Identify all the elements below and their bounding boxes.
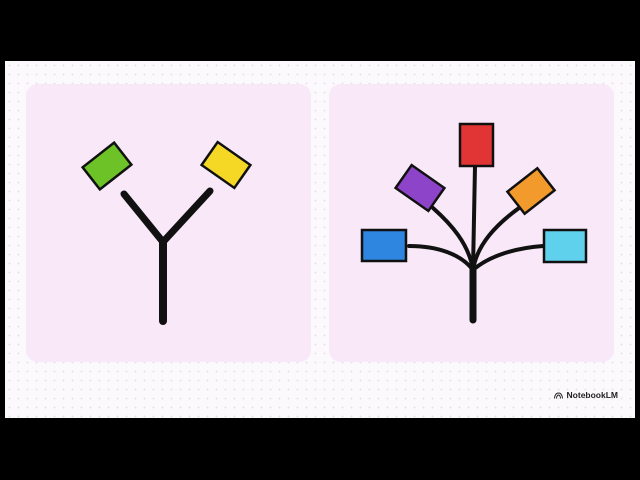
node-red bbox=[458, 122, 495, 168]
node-cyan bbox=[542, 228, 588, 264]
slide: NotebookLM bbox=[5, 61, 635, 418]
branch-left bbox=[120, 190, 167, 246]
node-green bbox=[80, 140, 134, 192]
node-yellow bbox=[199, 140, 253, 190]
y-branch-diagram bbox=[80, 140, 253, 325]
branch-right bbox=[159, 187, 214, 246]
node-purple bbox=[393, 163, 447, 213]
notebooklm-logo-icon bbox=[553, 391, 563, 399]
notebooklm-watermark: NotebookLM bbox=[553, 390, 618, 400]
branch-red bbox=[471, 164, 477, 272]
fan-branch-panel bbox=[329, 84, 614, 362]
branch-blue bbox=[407, 244, 475, 272]
node-blue bbox=[360, 228, 408, 263]
brand-label: NotebookLM bbox=[566, 390, 618, 400]
node-orange bbox=[505, 166, 557, 216]
branch-cyan bbox=[471, 244, 545, 272]
branch-purple bbox=[431, 206, 475, 272]
y-branch-panel bbox=[26, 84, 311, 362]
fan-branch-diagram bbox=[360, 122, 588, 324]
branch-orange bbox=[471, 206, 521, 272]
